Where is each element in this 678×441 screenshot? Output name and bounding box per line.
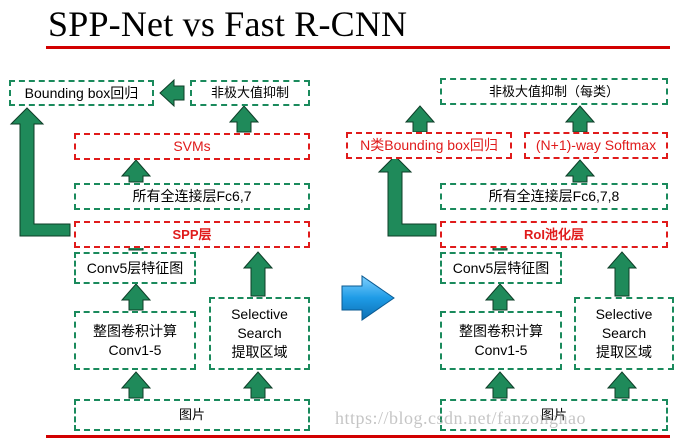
extract-region-label: 提取区域 — [596, 344, 652, 360]
selective-label: Selective — [595, 306, 653, 322]
search-label: Search — [237, 325, 282, 341]
arrow-up-icon — [228, 105, 260, 133]
nms-label: 非极大值抑制 — [210, 85, 289, 100]
arrow-up-icon — [242, 251, 274, 297]
conv-compute-label: 整图卷积计算 — [93, 322, 177, 339]
arrow-up-icon — [404, 105, 436, 133]
footer-rule — [46, 435, 670, 438]
arrow-left-icon — [159, 78, 185, 108]
softmax-box: (N+1)-way Softmax — [524, 132, 668, 159]
spp-layer-box: SPP层 — [74, 221, 310, 248]
bbox-regression-box: Bounding box回归 — [9, 80, 154, 106]
svms-label: SVMs — [173, 138, 211, 154]
extract-region-label: 提取区域 — [231, 344, 288, 360]
bbox-regression-label: Bounding box回归 — [24, 84, 139, 101]
softmax-label: (N+1)-way Softmax — [535, 137, 657, 153]
arrow-up-icon — [484, 283, 516, 311]
conv1-5-label: Conv1-5 — [474, 341, 528, 358]
selective-label: Selective — [231, 306, 288, 322]
fc-layers-box: 所有全连接层Fc6,7,8 — [440, 183, 668, 210]
arrow-up-icon — [120, 283, 152, 311]
arrow-l-shape-icon — [377, 155, 437, 237]
arrow-up-icon — [606, 251, 638, 297]
conv5-feature-box: Conv5层特征图 — [74, 252, 196, 284]
selective-search-box: Selective Search 提取区域 — [209, 297, 310, 370]
fc-layers-box: 所有全连接层Fc6,7 — [74, 183, 310, 210]
image-label: 图片 — [540, 407, 567, 422]
conv5-feature-label: Conv5层特征图 — [452, 259, 550, 276]
arrow-up-icon — [120, 371, 152, 399]
fc-layers-label: 所有全连接层Fc6,7 — [132, 188, 252, 204]
conv5-feature-label: Conv5层特征图 — [86, 259, 184, 276]
search-label: Search — [601, 325, 647, 341]
page-title: SPP-Net vs Fast R-CNN — [48, 4, 408, 44]
spp-layer-label: SPP层 — [172, 226, 212, 242]
arrow-up-icon — [242, 371, 274, 399]
selective-search-box: Selective Search 提取区域 — [574, 297, 674, 370]
title-rule — [46, 46, 670, 49]
image-box: 图片 — [74, 399, 310, 431]
arrow-up-icon — [484, 371, 516, 399]
arrow-up-icon — [120, 159, 152, 183]
arrow-up-icon — [564, 159, 596, 183]
nms-per-class-box: 非极大值抑制（每类） — [440, 78, 668, 105]
arrow-up-icon — [564, 105, 596, 133]
conv1-5-box: 整图卷积计算 Conv1-5 — [74, 311, 196, 370]
arrow-right-icon — [341, 275, 395, 321]
watermark: https://blog.csdn.net/fanzonghao — [335, 408, 586, 428]
conv1-5-box: 整图卷积计算 Conv1-5 — [440, 311, 562, 370]
conv-compute-label: 整图卷积计算 — [459, 322, 543, 339]
fc-layers-label: 所有全连接层Fc6,7,8 — [488, 188, 620, 204]
nms-box: 非极大值抑制 — [190, 80, 310, 106]
arrow-up-icon — [606, 371, 638, 399]
nms-per-class-label: 非极大值抑制（每类） — [488, 83, 619, 99]
image-label: 图片 — [178, 407, 205, 422]
svms-box: SVMs — [74, 133, 310, 160]
image-box: 图片 — [440, 399, 668, 431]
roi-pooling-label: RoI池化层 — [524, 226, 584, 242]
roi-pooling-box: RoI池化层 — [440, 221, 668, 248]
n-class-bbox-box: N类Bounding box回归 — [346, 132, 512, 159]
n-class-bbox-label: N类Bounding box回归 — [360, 137, 498, 153]
conv1-5-label: Conv1-5 — [108, 341, 162, 358]
arrow-l-shape-icon — [9, 107, 71, 237]
conv5-feature-box: Conv5层特征图 — [440, 252, 562, 284]
